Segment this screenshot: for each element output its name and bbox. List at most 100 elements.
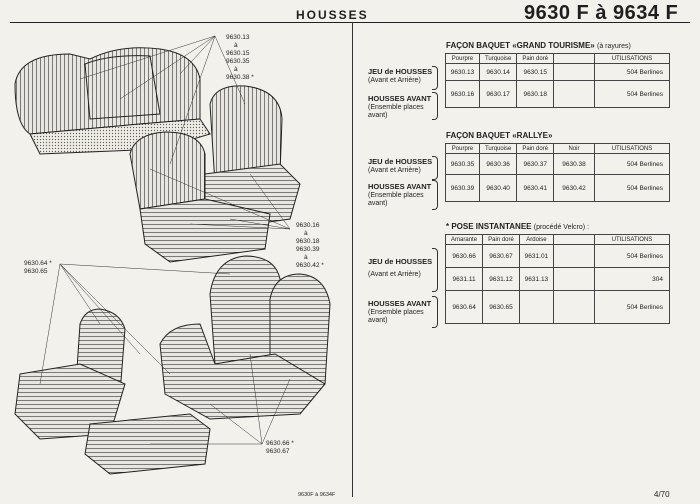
table-row: 9630.13 9630.14 9630.15 504 Berlines [445,63,670,81]
table-cell: 9630.64 [444,290,484,324]
table-cell: 9631.01 [518,244,555,268]
table-cell: 9631.13 [518,267,555,291]
col-header: Pourpre [445,53,480,64]
row-label-avant-rallye: HOUSSES AVANT (Ensemble places avant) [368,182,432,209]
row-label-avant-velcro: HOUSSES AVANT (Ensemble places avant) [368,299,432,326]
table-cell: 9630.13 [445,63,480,81]
col-header: Amarante [444,234,484,245]
brace [432,248,438,292]
brace [432,156,438,180]
table-cell: 9630.35 [445,153,480,175]
rear-bench-bottom [159,255,331,420]
header-rule [10,22,690,23]
section-title-text: FAÇON BAQUET «GRAND TOURISME» [446,41,595,50]
ref-text: 9630.38 * [226,74,254,81]
table-cell [553,267,595,291]
ref-text: 9630.66 * [266,440,294,447]
ref-text: à [234,42,238,49]
ref-text: 9630.35 [226,58,250,65]
table-cell [553,80,595,108]
row-label-jeu-gt: JEU de HOUSSES (Avant et Arrière) [368,67,433,85]
row-label-main: HOUSSES AVANT [368,94,432,103]
row-label-sub: avant) [368,317,388,324]
brace [432,92,438,120]
ref-text: 9630.13 [226,34,250,41]
table-cell: 504 Berlines [594,63,670,81]
col-header: UTILISATIONS [594,143,670,154]
col-header: Pain doré [516,53,554,64]
page-number: 4/70 [654,490,670,499]
row-label-main: JEU de HOUSSES [368,67,433,76]
col-header: Pourpre [445,143,480,154]
drawing-ref-top: 9630.13 à 9630.15 9630.35 à 9630.38 * [226,34,254,82]
ref-text: à [234,66,238,73]
reference-range: 9630 F à 9634 F [524,2,679,24]
col-header [553,53,595,64]
col-header: Pain doré [516,143,554,154]
section-subtitle: (à rayures) [597,43,631,50]
ref-text: 9630.42 * [296,262,324,269]
table-cell: 9630.65 [482,290,520,324]
section-title-pose-instantanee: * POSE INSTANTANEE (procédé Velcro) : [446,222,589,231]
table-cell [518,290,555,324]
table-cell: 504 Berlines [594,174,670,202]
row-label-sub: (Ensemble places [368,191,424,199]
drawing-ref-left: 9630.64 * 9630.65 [24,260,52,276]
table-cell [553,244,595,268]
row-label-main: JEU de HOUSSES [368,257,433,266]
section-title-rallye: FAÇON BAQUET «RALLYE» [446,131,552,140]
table-row: 9630.16 9630.17 9630.18 504 Berlines [445,80,670,108]
table-cell [553,63,595,81]
page-title: HOUSSES [296,8,369,22]
ref-text: à [304,254,308,261]
table-cell [553,290,595,324]
table-cell: 9630.39 [445,174,480,202]
table-cell: 304 [594,267,670,291]
col-header: Noir [553,143,595,154]
ref-text: 9630.64 * [24,260,52,267]
table-cell: 9630.37 [516,153,554,175]
ref-text: 9630.65 [24,268,48,275]
col-header: Pain doré [482,234,520,245]
row-label-sub: avant) [368,112,388,119]
row-label-main: JEU de HOUSSES [368,157,433,166]
seat-cover-illustration [14,35,331,475]
column-divider [352,22,353,497]
col-header: Turquoise [478,143,518,154]
col-header: Ardoise [518,234,555,245]
ref-text: 9630.15 [226,50,250,57]
row-label-main: HOUSSES AVANT [368,299,432,308]
table-row: 9630.66 9630.67 9631.01 504 Berlines [444,244,670,268]
front-seats-middle [129,85,301,263]
table-cell: 9630.38 [553,153,595,175]
table-cell: 9630.15 [516,63,554,81]
leader-lines [39,35,291,445]
row-label-sub: (Ensemble places [368,308,424,316]
table-cell: 504 Berlines [594,80,670,108]
table-grand-tourisme: Pourpre Turquoise Pain doré UTILISATIONS… [445,53,670,108]
table-row: 9630.35 9630.36 9630.37 9630.38 504 Berl… [445,153,670,175]
row-label-sub: (Avant et Arrière) [368,270,421,278]
table-cell: 9631.12 [482,267,520,291]
table-cell: 9630.67 [482,244,520,268]
table-pose-instantanee: Amarante Pain doré Ardoise UTILISATIONS … [444,234,670,324]
drawing-ref-middle: 9630.16 à 9630.18 9630.39 à 9630.42 * [296,222,324,270]
row-label-avant-gt: HOUSSES AVANT (Ensemble places avant) [368,94,432,121]
table-cell: 9630.36 [478,153,518,175]
table-cell: 504 Berlines [594,244,670,268]
row-label-jeu-rallye: JEU de HOUSSES (Avant et Arrière) [368,157,433,175]
col-header: UTILISATIONS [594,53,670,64]
row-label-main: HOUSSES AVANT [368,182,432,191]
row-label-jeu-velcro: JEU de HOUSSES (Avant et Arrière) [368,257,433,279]
table-cell: 9630.16 [445,80,480,108]
section-subtitle: (procédé Velcro) : [533,224,589,231]
section-title-text: * POSE INSTANTANEE [446,222,532,231]
brace [432,66,438,90]
ref-text: 9630.16 [296,222,320,229]
col-header: Turquoise [478,53,518,64]
col-header [553,234,595,245]
table-cell: 9630.40 [478,174,518,202]
table-rallye: Pourpre Turquoise Pain doré Noir UTILISA… [445,143,670,202]
brace [432,296,438,328]
table-row: 9630.39 9630.40 9630.41 9630.42 504 Berl… [445,174,670,202]
